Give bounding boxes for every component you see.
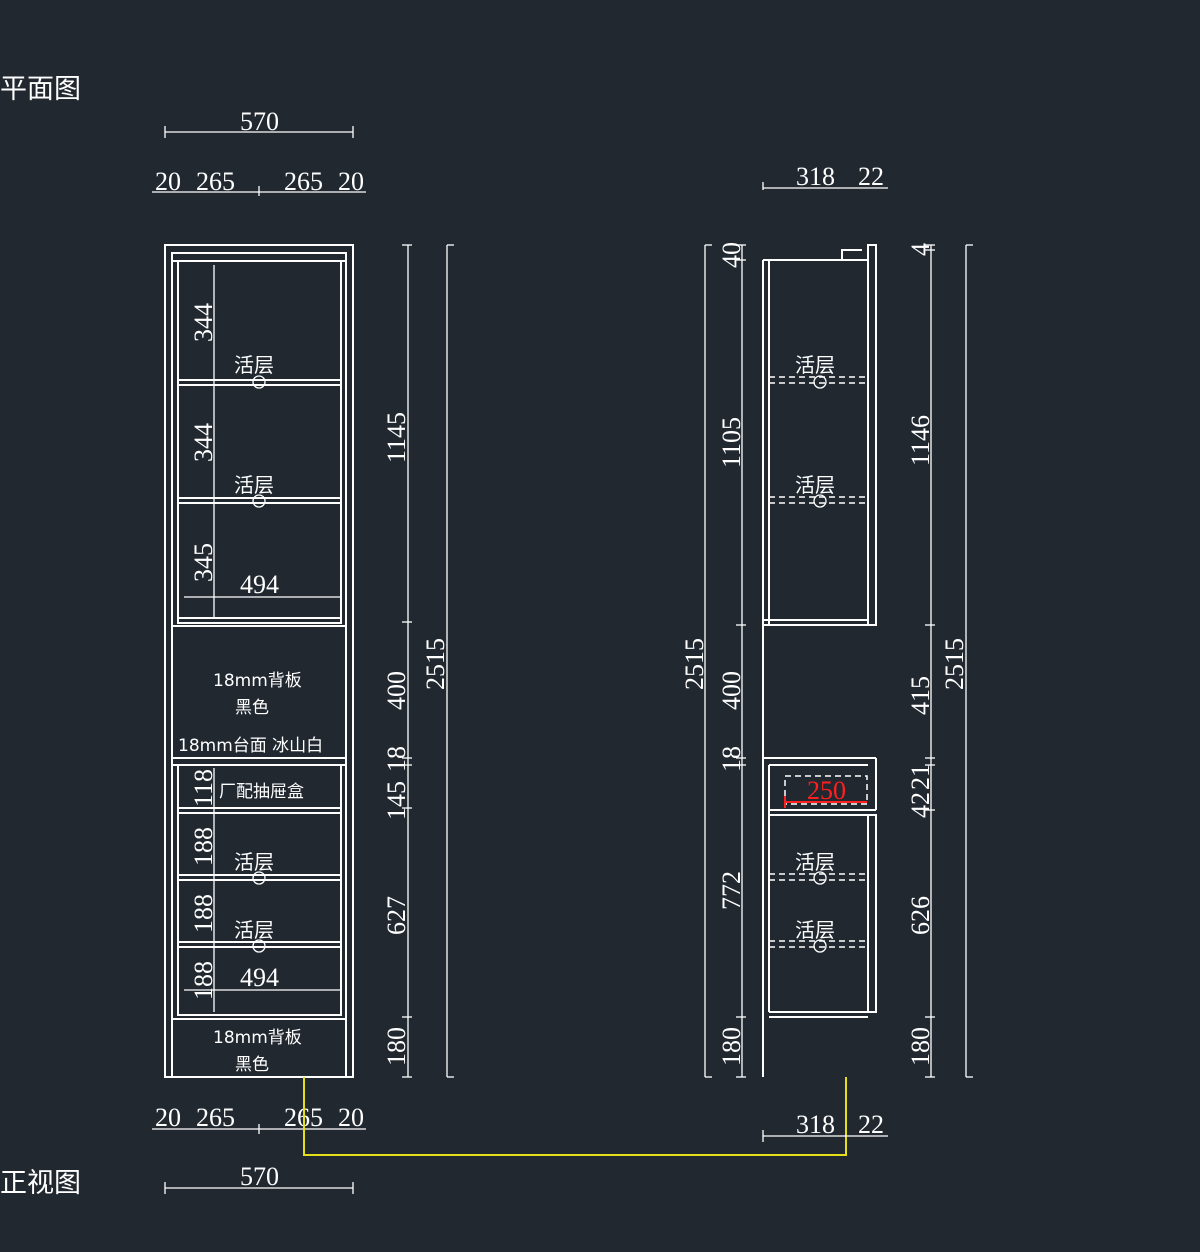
front-title: 正视图 <box>0 1168 81 1199</box>
front-right-dim-4: 145 <box>382 781 411 820</box>
side-left-dim-1: 40 <box>717 242 746 268</box>
shelf-pin-icon <box>813 375 827 389</box>
shelf-pin-icon <box>252 375 266 389</box>
front-overall-width-bottom: 570 <box>240 1162 279 1191</box>
front-back-panel-1b: 黑色 <box>235 698 269 718</box>
side-top-part-1: 318 <box>796 162 835 191</box>
side-right-dim-1: 4 <box>906 243 935 256</box>
shelf-pin-icon <box>252 939 266 953</box>
side-right-dim-7: 180 <box>906 1027 935 1066</box>
front-view: 570 20 265 265 20 344 344 345 活层 活层 494 … <box>152 107 454 1194</box>
front-right-dim-5: 627 <box>382 896 411 935</box>
side-left-dim-6: 180 <box>717 1027 746 1066</box>
front-right-dim-1: 1145 <box>382 412 411 463</box>
front-bottom-part-2: 265 <box>196 1103 235 1132</box>
front-top-part-1: 20 <box>155 167 181 196</box>
front-bottom-part-4: 20 <box>338 1103 364 1132</box>
side-left-dim-2: 1105 <box>717 417 746 468</box>
shelf-pin-icon <box>252 494 266 508</box>
side-right-dim-6: 626 <box>906 896 935 935</box>
front-shelf-label-3: 活层 <box>234 850 274 874</box>
side-shelf-label-3: 活层 <box>795 850 835 874</box>
side-right-dim-5: 42 <box>906 792 935 818</box>
side-left-dim-3: 400 <box>717 671 746 710</box>
plan-title: 平面图 <box>0 74 81 105</box>
front-back-panel-1: 18mm背板 <box>213 671 302 691</box>
front-countertop: 18mm台面 冰山白 <box>178 736 323 756</box>
shelf-pin-icon <box>252 871 266 885</box>
front-upper-h3: 345 <box>189 543 218 582</box>
side-top-part-2: 22 <box>858 162 884 191</box>
side-left-total: 2515 <box>680 638 709 690</box>
shelf-pin-icon <box>813 871 827 885</box>
front-back-panel-2: 18mm背板 <box>213 1028 302 1048</box>
front-top-part-2: 265 <box>196 167 235 196</box>
side-view: 318 22 活层 活层 250 活层 <box>680 162 973 1142</box>
front-upper-h2: 344 <box>189 423 218 462</box>
front-lower-h3: 188 <box>189 894 218 933</box>
leader-line <box>303 1077 847 1156</box>
side-bottom-part-2: 22 <box>858 1110 884 1139</box>
front-inner-width-upper: 494 <box>240 570 279 599</box>
side-shelf-label-4: 活层 <box>795 918 835 942</box>
side-shelf-label-1: 活层 <box>795 353 835 377</box>
front-top-part-3: 265 <box>284 167 323 196</box>
front-right-dim-2: 400 <box>382 671 411 710</box>
front-upper-h1: 344 <box>189 303 218 342</box>
front-overall-width-top: 570 <box>240 107 279 136</box>
side-right-total: 2515 <box>940 638 969 690</box>
front-shelf-label-2: 活层 <box>234 473 274 497</box>
front-drawer-box: 厂配抽屉盒 <box>219 782 304 802</box>
side-right-dim-3: 415 <box>906 676 935 715</box>
side-right-dim-4: 21 <box>906 764 935 790</box>
side-bottom-part-1: 318 <box>796 1110 835 1139</box>
side-red-dim: 250 <box>807 776 846 805</box>
front-lower-h2: 188 <box>189 827 218 866</box>
front-back-panel-2b: 黑色 <box>235 1055 269 1075</box>
shelf-pin-icon <box>813 494 827 508</box>
front-inner-width-lower: 494 <box>240 963 279 992</box>
front-lower-h1: 118 <box>189 769 218 807</box>
front-right-dim-3: 18 <box>382 746 411 772</box>
front-bottom-part-1: 20 <box>155 1103 181 1132</box>
front-shelf-label-4: 活层 <box>234 918 274 942</box>
front-lower-h4: 188 <box>189 961 218 1000</box>
side-left-dim-4: 18 <box>717 746 746 772</box>
side-shelf-label-2: 活层 <box>795 473 835 497</box>
front-total-height: 2515 <box>421 638 450 690</box>
front-right-dim-6: 180 <box>382 1027 411 1066</box>
side-left-dim-5: 772 <box>717 871 746 910</box>
side-right-dim-2: 1146 <box>906 415 935 466</box>
front-shelf-label-1: 活层 <box>234 353 274 377</box>
shelf-pin-icon <box>813 939 827 953</box>
front-top-part-4: 20 <box>338 167 364 196</box>
